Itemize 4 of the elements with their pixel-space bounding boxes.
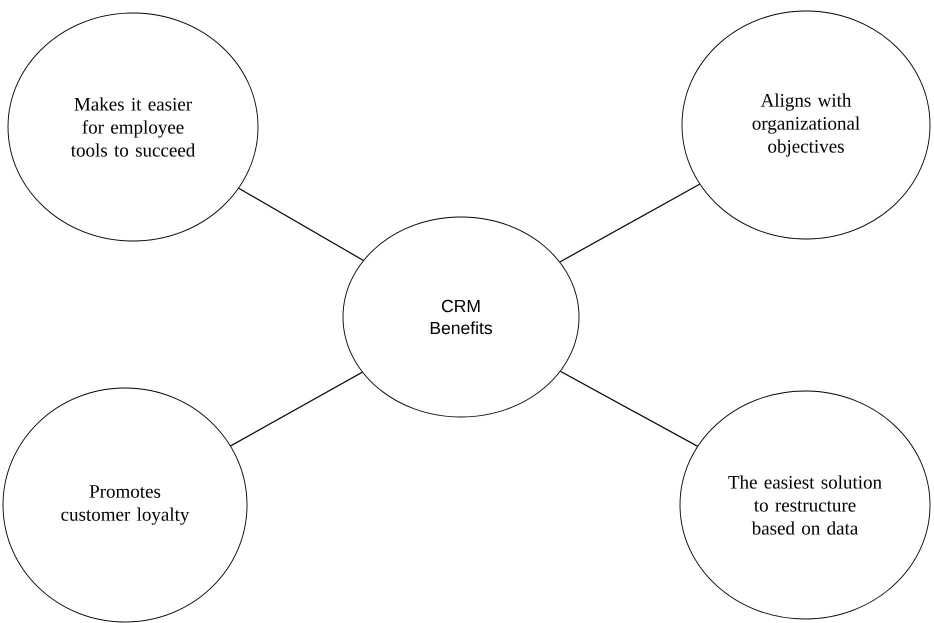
connector-line [560,370,698,447]
connector-line [238,188,364,261]
connector-line [230,372,362,446]
connector-line [560,184,700,262]
